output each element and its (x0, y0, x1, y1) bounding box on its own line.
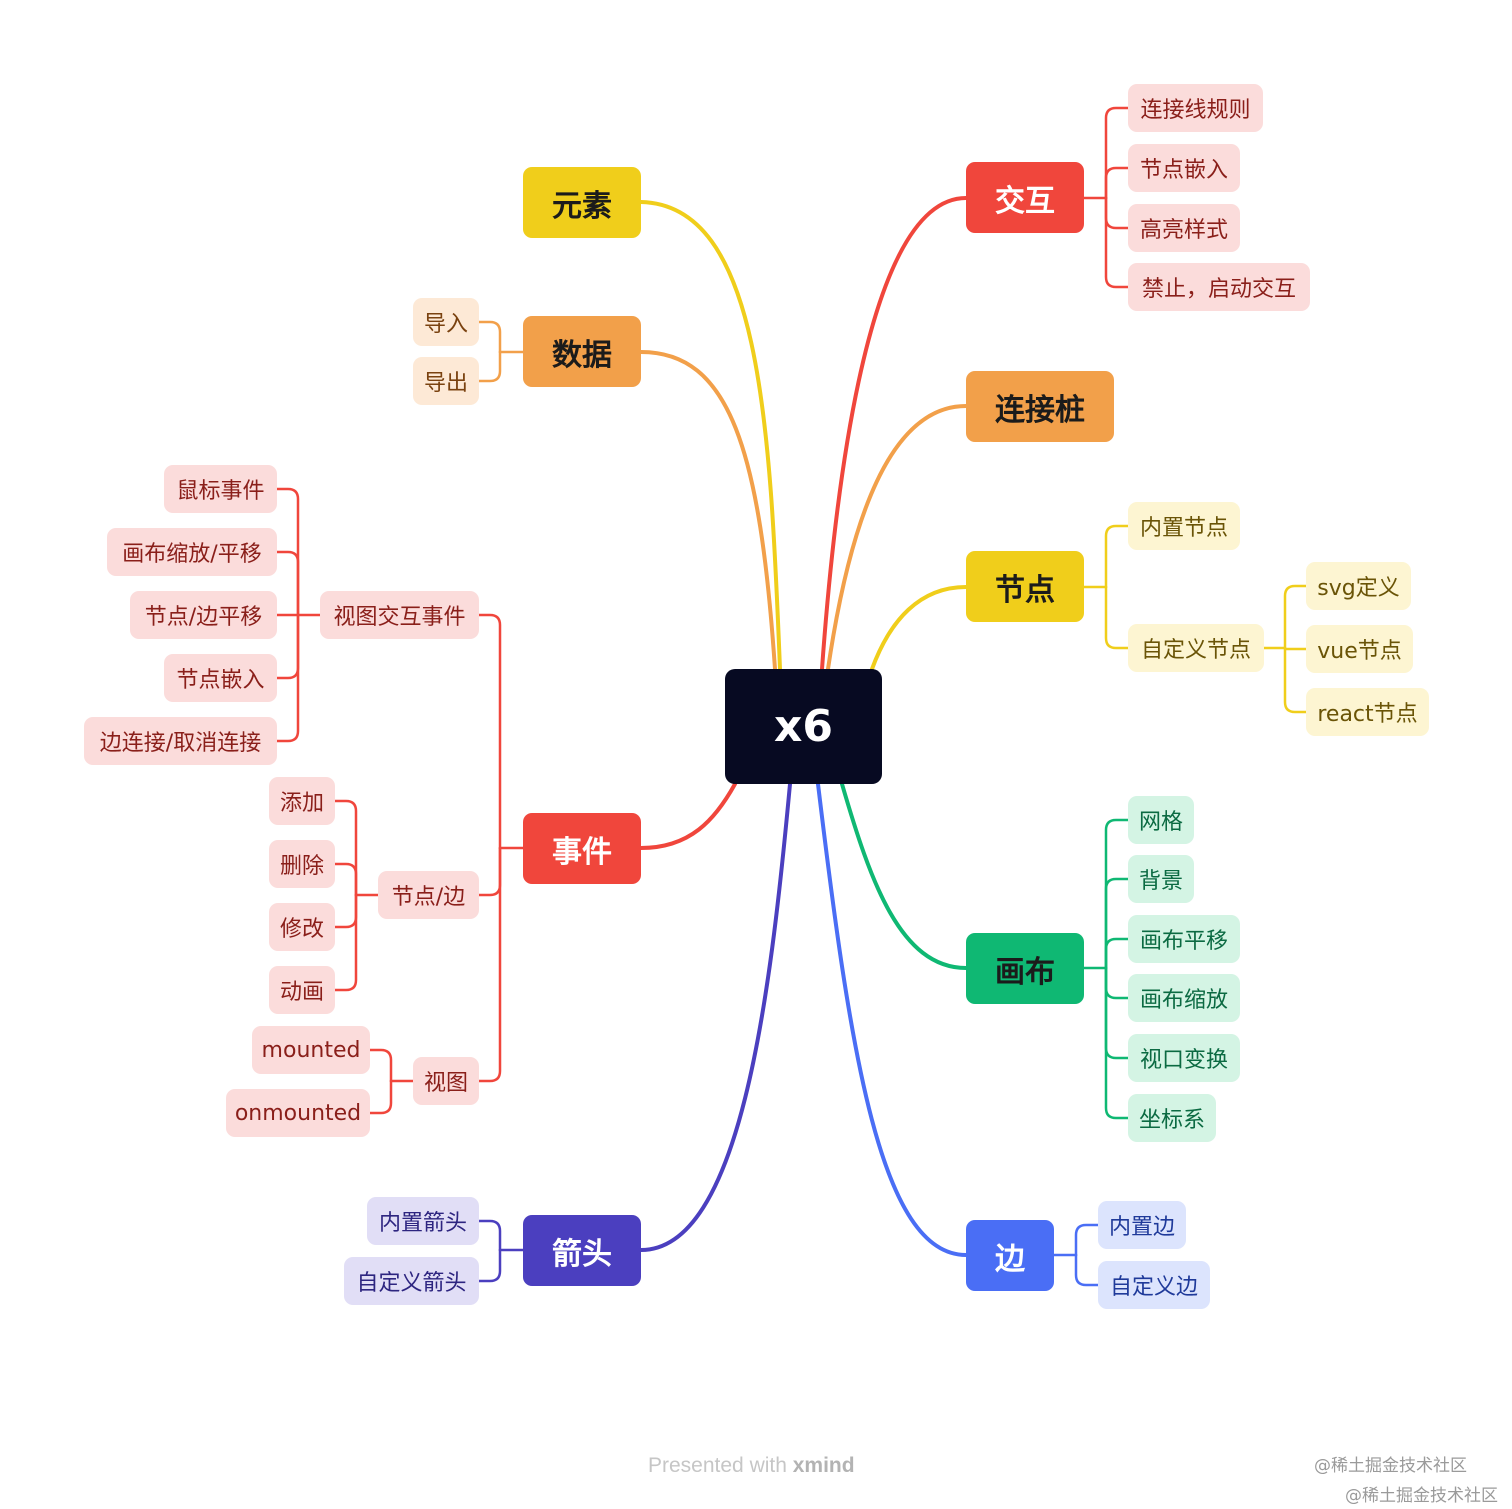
link-arrow-branch-1 (477, 1248, 502, 1283)
topic-node-edge-pan[interactable]: 节点/边平移 (130, 591, 277, 639)
branch-port[interactable]: 连接桩 (966, 371, 1114, 442)
link-view-interaction-branch-1 (275, 550, 300, 617)
link-root-event (639, 782, 737, 850)
topic-highlight-style[interactable]: 高亮样式 (1128, 204, 1240, 252)
link-root-arrow (639, 782, 792, 1252)
topic-canvas-zoom[interactable]: 画布缩放 (1128, 974, 1240, 1022)
watermark-line-2: @稀土掘金技术社区 (1345, 1486, 1498, 1506)
link-root-interaction (820, 196, 968, 671)
topic-node-edge[interactable]: 节点/边 (378, 871, 479, 919)
topic-coordinate-system[interactable]: 坐标系 (1128, 1094, 1216, 1142)
topic-connection-rules[interactable]: 连接线规则 (1128, 84, 1263, 132)
branch-data[interactable]: 数据 (523, 316, 641, 387)
link-canvas-branch-1 (1104, 877, 1130, 970)
link-node-edge-branch-3 (333, 893, 358, 992)
topic-custom-arrow[interactable]: 自定义箭头 (344, 1257, 479, 1305)
link-arrow-branch-0 (477, 1219, 502, 1252)
topic-onmounted[interactable]: onmounted (226, 1089, 370, 1137)
topic-custom-node[interactable]: 自定义节点 (1128, 624, 1264, 672)
topic-import[interactable]: 导入 (413, 298, 479, 346)
link-event-branch-1 (477, 846, 502, 897)
branch-event[interactable]: 事件 (523, 813, 641, 884)
link-interaction-branch-3 (1104, 196, 1130, 289)
link-canvas-branch-2 (1104, 937, 1130, 970)
topic-mounted[interactable]: mounted (252, 1026, 370, 1074)
topic-animation[interactable]: 动画 (269, 966, 335, 1014)
topic-node-embed-event[interactable]: 节点嵌入 (164, 654, 277, 702)
link-canvas-branch-0 (1104, 818, 1130, 970)
link-node-edge-branch-0 (333, 799, 358, 897)
link-view-branch-1 (368, 1079, 393, 1115)
presented-with-footer: Presented with xmind (648, 1454, 855, 1477)
link-node-branch-1 (1104, 585, 1130, 650)
topic-view[interactable]: 视图 (413, 1057, 479, 1105)
branch-node[interactable]: 节点 (966, 551, 1084, 622)
link-data-branch-0 (477, 320, 502, 354)
link-root-node (870, 585, 968, 671)
link-custom-node-branch-0 (1283, 584, 1308, 650)
watermark-line-1: @稀土掘金技术社区 (1314, 1456, 1467, 1476)
link-interaction-branch-1 (1104, 166, 1130, 200)
topic-vue-node[interactable]: vue节点 (1306, 625, 1413, 673)
link-root-data (639, 350, 777, 671)
topic-mouse-events[interactable]: 鼠标事件 (164, 465, 277, 513)
link-view-interaction-branch-0 (275, 487, 300, 617)
link-view-interaction-branch-3 (275, 613, 300, 680)
link-edge-branch-1 (1074, 1253, 1100, 1287)
topic-builtin-edge[interactable]: 内置边 (1098, 1201, 1186, 1249)
branch-element[interactable]: 元素 (523, 167, 641, 238)
topic-modify[interactable]: 修改 (269, 903, 335, 951)
topic-background[interactable]: 背景 (1128, 855, 1194, 903)
link-node-branch-0 (1104, 524, 1130, 589)
topic-node-embedding[interactable]: 节点嵌入 (1128, 144, 1240, 192)
topic-builtin-node[interactable]: 内置节点 (1128, 502, 1240, 550)
link-custom-node-branch-2 (1283, 646, 1308, 714)
branch-arrow[interactable]: 箭头 (523, 1215, 641, 1286)
link-root-element (639, 200, 782, 671)
topic-export[interactable]: 导出 (413, 357, 479, 405)
topic-react-node[interactable]: react节点 (1306, 688, 1429, 736)
xmind-brand: xmind (792, 1454, 855, 1477)
link-canvas-branch-5 (1104, 966, 1130, 1120)
topic-builtin-arrow[interactable]: 内置箭头 (367, 1197, 479, 1245)
branch-edge[interactable]: 边 (966, 1220, 1054, 1291)
link-event-branch-0 (477, 613, 502, 850)
link-edge-branch-0 (1074, 1223, 1100, 1257)
topic-delete[interactable]: 删除 (269, 840, 335, 888)
branch-canvas[interactable]: 画布 (966, 933, 1084, 1004)
topic-custom-edge[interactable]: 自定义边 (1098, 1261, 1210, 1309)
root-node[interactable]: x6 (725, 669, 882, 784)
link-node-edge-branch-2 (333, 893, 358, 929)
link-event-branch-2 (477, 846, 502, 1083)
branch-interaction[interactable]: 交互 (966, 162, 1084, 233)
topic-canvas-pan[interactable]: 画布平移 (1128, 915, 1240, 963)
topic-edge-connect-disconnect[interactable]: 边连接/取消连接 (84, 717, 277, 765)
link-interaction-branch-2 (1104, 196, 1130, 230)
link-canvas-branch-4 (1104, 966, 1130, 1060)
link-root-canvas (840, 782, 968, 970)
topic-view-interaction-events[interactable]: 视图交互事件 (320, 591, 479, 639)
topic-canvas-zoom-pan[interactable]: 画布缩放/平移 (107, 528, 277, 576)
link-node-edge-branch-1 (333, 862, 358, 897)
topic-toggle-interaction[interactable]: 禁止，启动交互 (1128, 263, 1310, 311)
link-root-edge (816, 782, 968, 1257)
link-interaction-branch-0 (1104, 106, 1130, 200)
link-root-port (826, 404, 968, 671)
link-data-branch-1 (477, 350, 502, 383)
link-view-branch-0 (368, 1048, 393, 1083)
link-canvas-branch-3 (1104, 966, 1130, 1000)
topic-viewport-transform[interactable]: 视口变换 (1128, 1034, 1240, 1082)
link-view-interaction-branch-4 (275, 613, 300, 743)
topic-add[interactable]: 添加 (269, 777, 335, 825)
topic-grid[interactable]: 网格 (1128, 796, 1194, 844)
topic-svg-definition[interactable]: svg定义 (1306, 562, 1411, 610)
